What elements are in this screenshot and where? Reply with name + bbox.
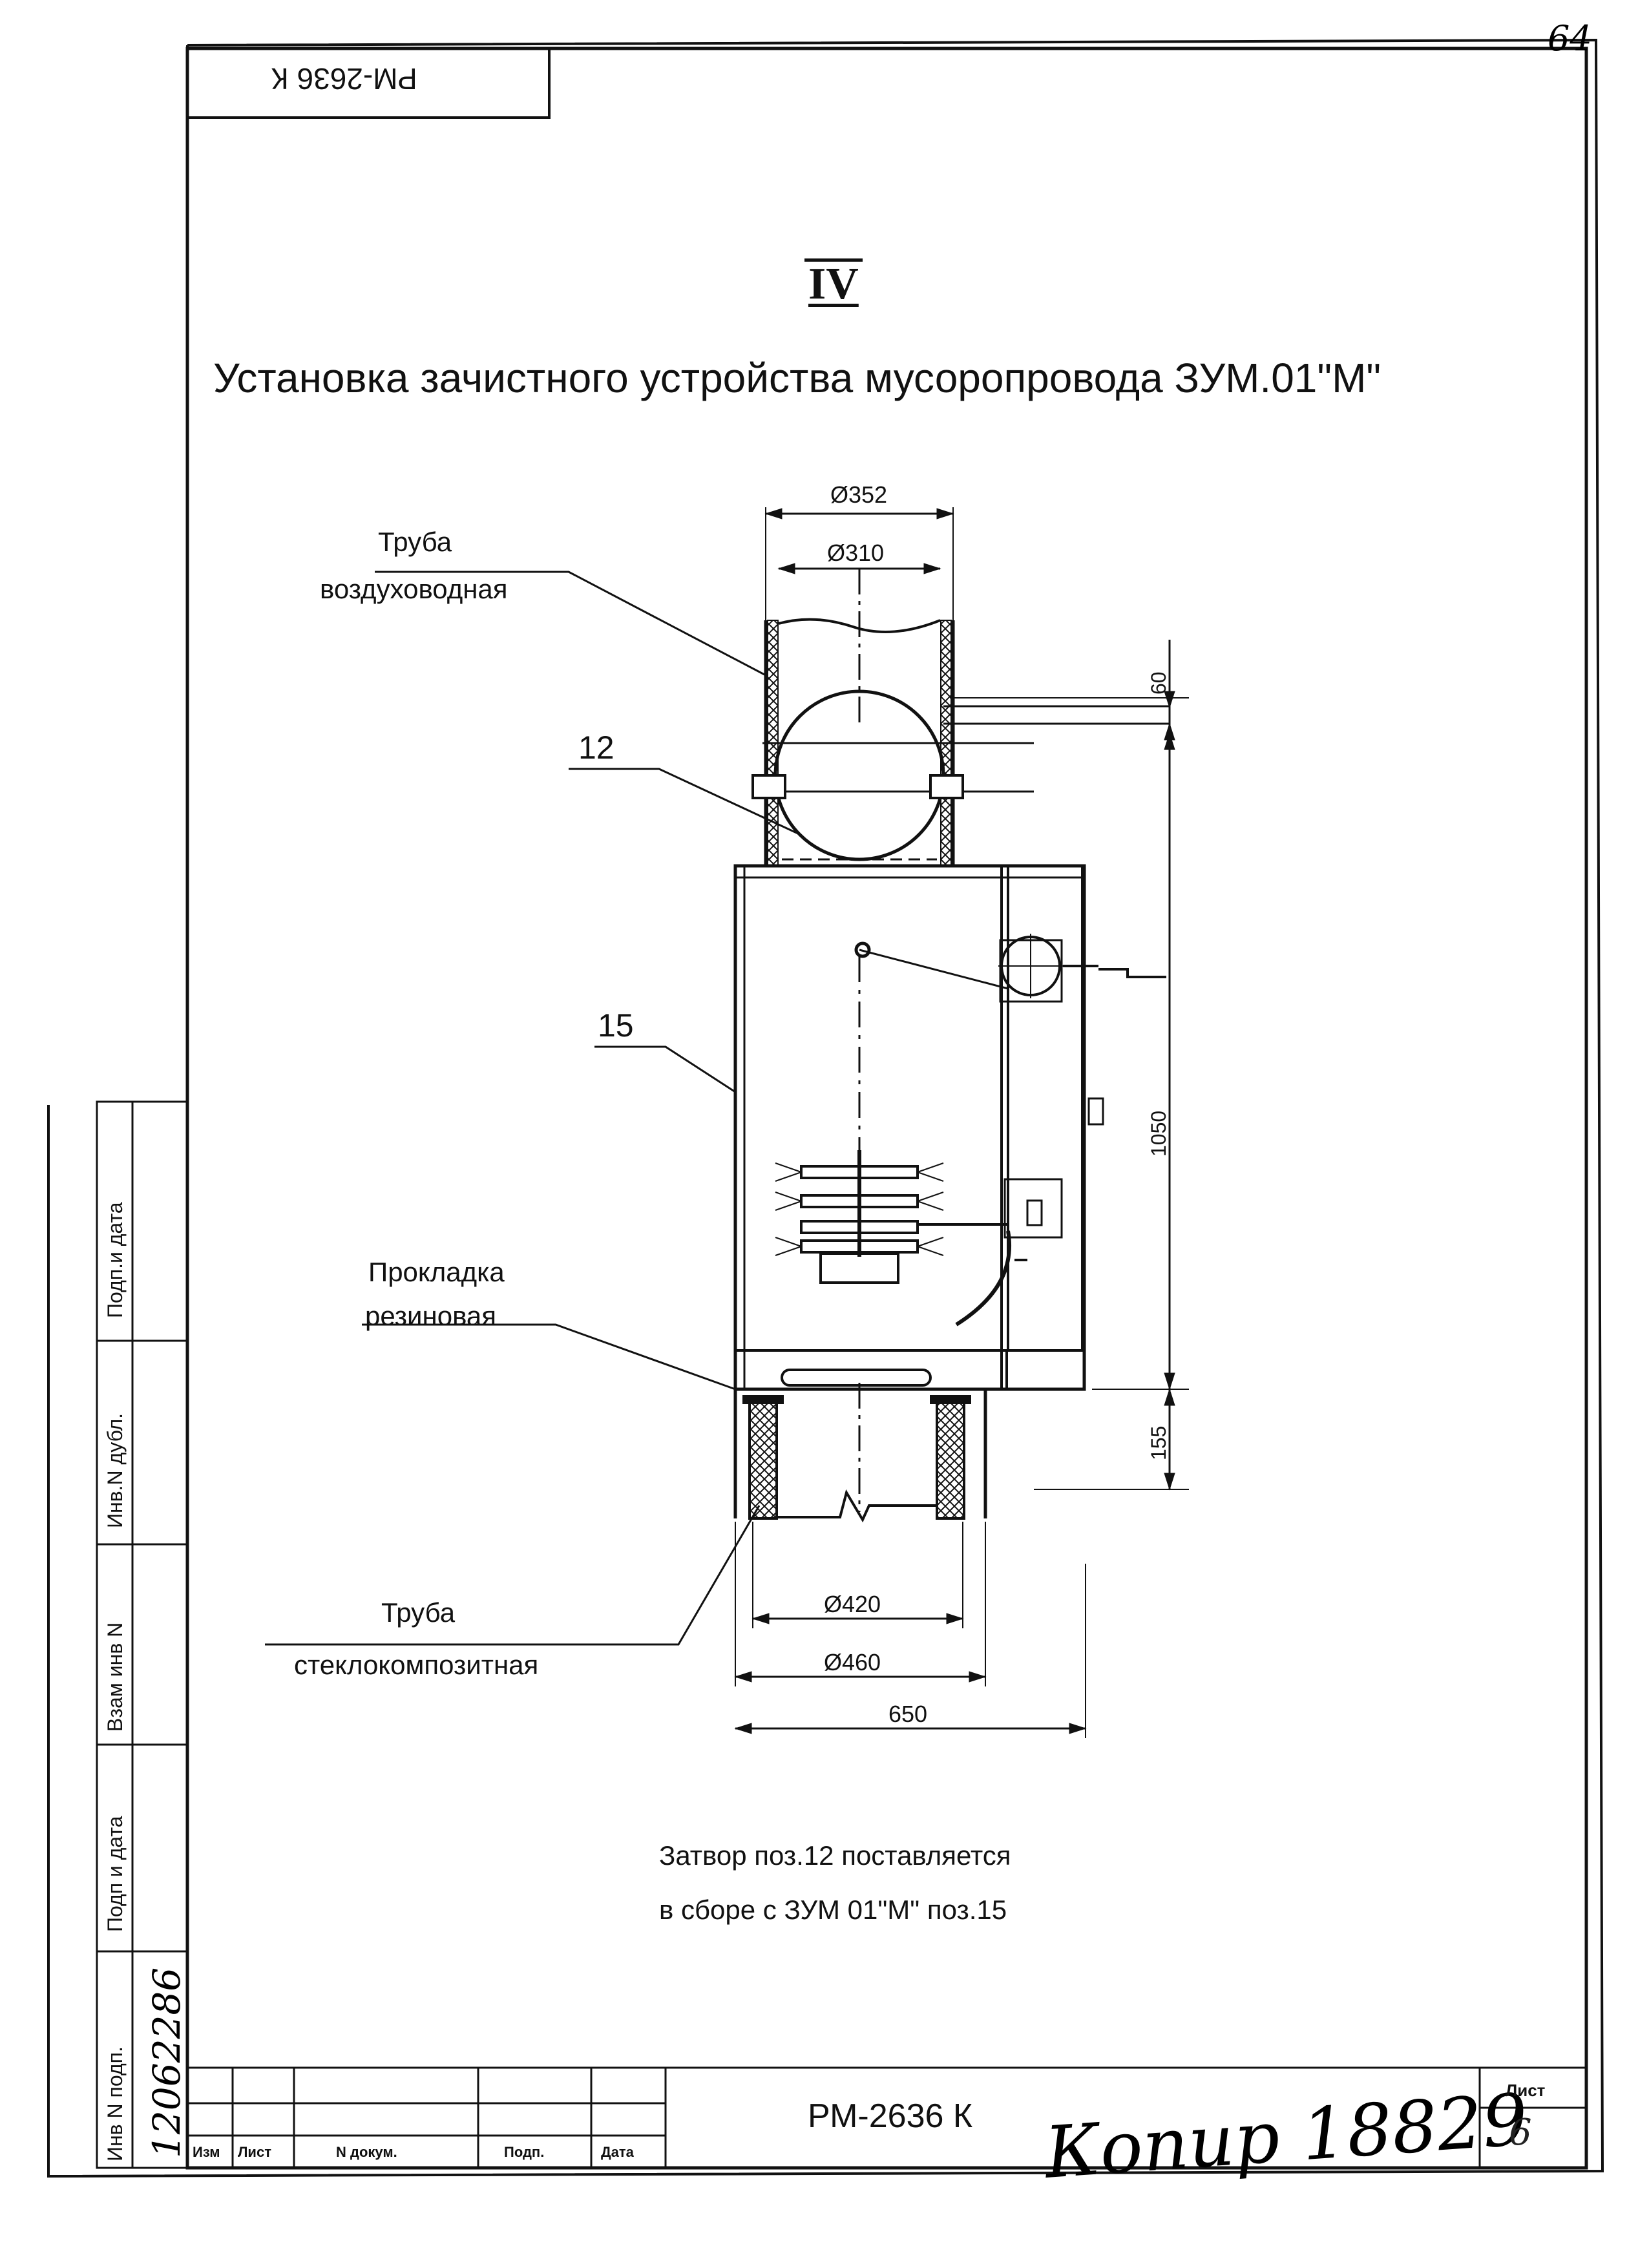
cleaning-unit-body-pos15: [733, 864, 1166, 1391]
upper-air-pipe: [764, 569, 955, 866]
section-numeral: IV: [804, 258, 863, 307]
shutter-disc-pos12: [751, 689, 1170, 861]
side-field-inv-dubl: Инв.N дубл.: [103, 1412, 127, 1528]
tb-col-data: Дата: [601, 2144, 634, 2160]
inv-value-handwritten: 12062286: [145, 1968, 189, 2158]
title-block-grid: [187, 2066, 1586, 2168]
callout-air-pipe-line1: Труба: [378, 527, 452, 557]
sheet-number-handwritten: 64: [1548, 18, 1592, 59]
side-field-inv-podl: Инв N подп.: [103, 2046, 127, 2161]
copy-signature: Копир 18829: [1041, 2078, 1530, 2194]
top-stamp: РМ-2636 К: [271, 62, 417, 96]
dim-d460: Ø460: [824, 1649, 881, 1675]
note-line2: в сборе с ЗУМ 01"М" поз.15: [659, 1895, 1007, 1925]
side-stamp-grid: [96, 1100, 189, 2169]
dim-d420: Ø420: [824, 1591, 881, 1617]
dim-h1050: 1050: [1147, 1110, 1170, 1157]
tb-col-podp: Подп.: [504, 2144, 545, 2160]
callout-glass-pipe-line2: стеклокомпозитная: [294, 1650, 539, 1680]
dim-w650: 650: [888, 1701, 928, 1727]
side-field-podp-data-2: Подп и дата: [103, 1816, 127, 1932]
dim-d310: Ø310: [827, 540, 885, 566]
tb-col-list: Лист: [238, 2144, 271, 2160]
tb-sheet-value: 6: [1509, 2112, 1532, 2154]
side-field-podp-data-1: Подп.и дата: [103, 1202, 127, 1318]
dimension-lines: [734, 507, 1189, 1738]
callout-glass-pipe-line1: Труба: [381, 1597, 456, 1628]
page-title: Установка зачистного устройства мусоропр…: [213, 355, 1381, 401]
dim-h60: 60: [1147, 671, 1170, 695]
top-stamp-box: [187, 48, 551, 119]
side-field-vzam-inv: Взам инв N: [103, 1622, 127, 1732]
dim-d352: Ø352: [830, 481, 888, 508]
callout-pos15: 15: [598, 1007, 634, 1044]
callout-gasket-line2: резиновая: [365, 1301, 497, 1331]
tb-col-izm: Изм: [193, 2144, 220, 2160]
callout-pos12: 12: [578, 730, 614, 766]
callout-gasket-line1: Прокладка: [368, 1257, 505, 1287]
tb-sheet-label: Лист: [1506, 2081, 1546, 2100]
dim-h155: 155: [1147, 1425, 1170, 1460]
leader-lines: [265, 571, 799, 1646]
callout-air-pipe-line2: воздуховодная: [320, 574, 508, 604]
tb-doc-code: РМ-2636 К: [808, 2097, 973, 2135]
tb-col-ndoc: N докум.: [336, 2144, 397, 2160]
note-line1: Затвор поз.12 поставляется: [659, 1840, 1011, 1871]
lower-glass-pipe: [733, 1383, 987, 1523]
